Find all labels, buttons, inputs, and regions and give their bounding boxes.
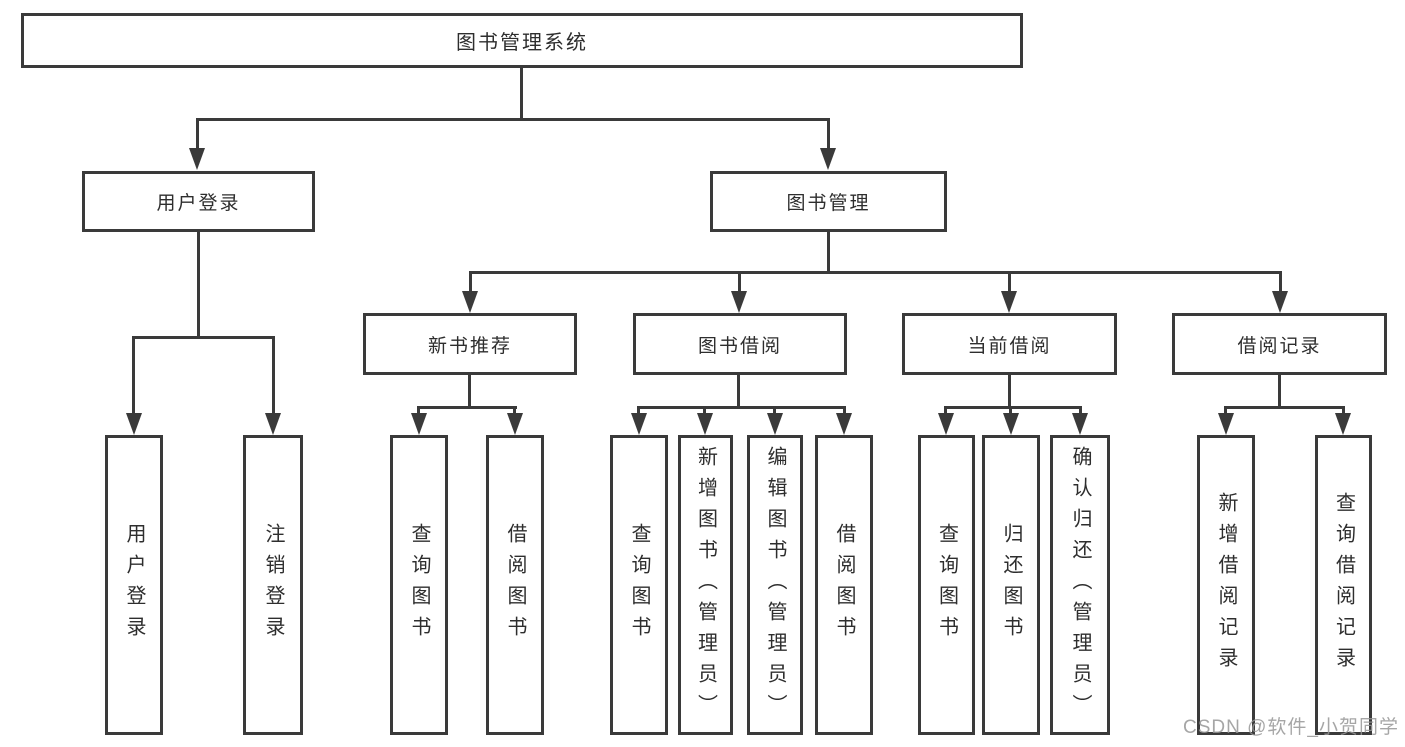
connector-line	[417, 406, 420, 416]
connector-line	[197, 232, 200, 339]
leaf-recommend-borrow-books: 借阅图书	[486, 435, 544, 735]
connector-line	[469, 271, 1282, 274]
arrow-head	[820, 148, 836, 170]
arrow-head	[1003, 413, 1019, 435]
connector-line	[469, 271, 472, 294]
connector-line	[773, 406, 776, 416]
arrow-head	[265, 413, 281, 435]
connector-line	[196, 118, 830, 121]
connector-line	[944, 406, 1082, 409]
node-label: 用户登录	[123, 523, 145, 647]
connector-line	[1224, 406, 1227, 416]
node-label: 当前借阅	[967, 335, 1052, 357]
arrow-head	[1001, 291, 1017, 313]
node-label: 图书管理	[786, 193, 871, 214]
leaf-add-books-admin: 新增图书（管理员）	[678, 435, 733, 735]
node-label: 新增借阅记录	[1215, 492, 1237, 678]
arrow-head	[189, 148, 205, 170]
node-label: 借阅图书	[504, 523, 526, 647]
node-label: 查询图书	[935, 523, 958, 647]
connector-line	[1008, 375, 1011, 409]
node-label: 新增图书（管理员）	[694, 445, 717, 725]
leaf-confirm-return-admin: 确认归还（管理员）	[1050, 435, 1110, 735]
arrow-head	[411, 413, 427, 435]
node-label: 新书推荐	[427, 335, 512, 357]
arrow-head	[1272, 291, 1288, 313]
connector-line	[1279, 271, 1282, 294]
arrow-head	[1218, 413, 1234, 435]
node-label: 编辑图书（管理员）	[764, 445, 786, 725]
connector-line	[843, 406, 846, 416]
arrow-head	[1335, 413, 1351, 435]
node-book-borrowing: 图书借阅	[633, 313, 847, 375]
leaf-user-login: 用户登录	[105, 435, 163, 735]
connector-line	[132, 336, 135, 415]
leaf-edit-books-admin: 编辑图书（管理员）	[747, 435, 803, 735]
connector-line	[513, 406, 516, 416]
node-label: 图书管理系统	[456, 32, 588, 54]
node-book-management: 图书管理	[710, 171, 947, 232]
connector-line	[1224, 406, 1345, 409]
node-label: 借阅图书	[833, 523, 855, 647]
connector-line	[737, 375, 740, 409]
connector-line	[944, 406, 947, 416]
arrow-head	[1072, 413, 1088, 435]
node-label: 确认归还（管理员）	[1069, 445, 1091, 725]
leaf-add-borrow-record: 新增借阅记录	[1197, 435, 1255, 735]
node-label: 借阅记录	[1237, 335, 1322, 357]
arrow-head	[767, 413, 783, 435]
connector-line	[738, 271, 741, 294]
node-label: 图书借阅	[697, 335, 782, 357]
watermark: CSDN @软件_小贺同学	[1183, 717, 1399, 738]
connector-line	[827, 232, 830, 274]
connector-line	[1009, 406, 1012, 416]
connector-line	[272, 336, 275, 415]
connector-line	[520, 68, 523, 120]
node-label: 查询图书	[628, 523, 650, 647]
leaf-recommend-query-books: 查询图书	[390, 435, 448, 735]
connector-line	[132, 336, 275, 339]
arrow-head	[631, 413, 647, 435]
connector-line	[827, 118, 830, 151]
arrow-head	[697, 413, 713, 435]
connector-line	[1008, 271, 1011, 294]
leaf-borrowing-query-books: 查询图书	[610, 435, 668, 735]
node-label: 归还图书	[1000, 523, 1022, 647]
node-new-book-recommend: 新书推荐	[363, 313, 577, 375]
node-current-borrowing: 当前借阅	[902, 313, 1117, 375]
node-label: 注销登录	[262, 523, 284, 647]
arrow-head	[462, 291, 478, 313]
node-book-management-system: 图书管理系统	[21, 13, 1023, 68]
leaf-current-query-books: 查询图书	[918, 435, 975, 735]
connector-line	[1278, 375, 1281, 409]
leaf-logout: 注销登录	[243, 435, 303, 735]
connector-line	[1342, 406, 1345, 416]
node-label: 查询借阅记录	[1332, 492, 1355, 678]
arrow-head	[507, 413, 523, 435]
node-label: 查询图书	[408, 523, 430, 647]
connector-line	[637, 406, 640, 416]
arrow-head	[731, 291, 747, 313]
leaf-return-books: 归还图书	[982, 435, 1040, 735]
connector-line	[468, 375, 471, 409]
connector-line	[703, 406, 706, 416]
leaf-borrow-books: 借阅图书	[815, 435, 873, 735]
arrow-head	[126, 413, 142, 435]
node-borrowing-records: 借阅记录	[1172, 313, 1387, 375]
node-user-login: 用户登录	[82, 171, 315, 232]
arrow-head	[938, 413, 954, 435]
leaf-query-borrow-record: 查询借阅记录	[1315, 435, 1372, 735]
arrow-head	[836, 413, 852, 435]
connector-line	[1079, 406, 1082, 416]
connector-line	[417, 406, 517, 409]
connector-line	[637, 406, 846, 409]
connector-line	[196, 118, 199, 151]
node-label: 用户登录	[156, 193, 241, 214]
